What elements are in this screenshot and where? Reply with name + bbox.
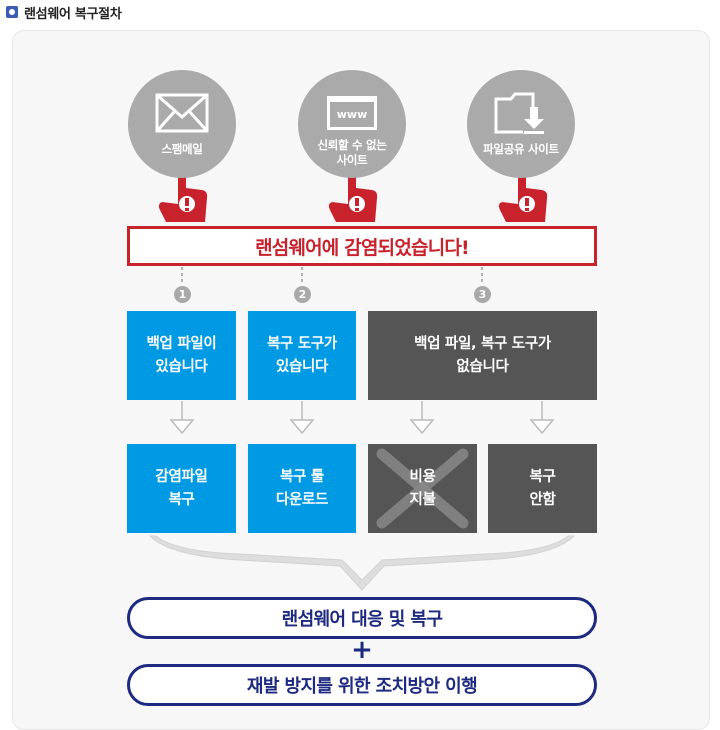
outcome-pay-ransom: 비용 지불 xyxy=(368,444,477,533)
hand-warning-icon xyxy=(498,176,548,222)
warning-text: 랜섬웨어에 감염되었습니다! xyxy=(255,236,470,259)
result-text: 랜섬웨어 대응 및 복구 xyxy=(281,609,443,630)
down-arrows xyxy=(169,401,555,435)
hand-warning-icon xyxy=(158,176,208,222)
down-arrow-icon xyxy=(529,401,555,435)
result-text: 재발 방지를 위한 조치방안 이행 xyxy=(246,676,478,697)
folder-download-icon xyxy=(493,90,549,136)
case-recovery-tool-available: 복구 도구가 있습니다 xyxy=(248,311,356,400)
source-label: 신뢰할 수 없는 사이트 xyxy=(317,138,387,167)
result-prevention-measures: 재발 방지를 위한 조치방안 이행 xyxy=(127,664,597,706)
result-response-recovery: 랜섬웨어 대응 및 복구 xyxy=(127,597,597,639)
source-file-sharing-site: 파일공유 사이트 xyxy=(467,70,575,178)
source-label: 파일공유 사이트 xyxy=(483,142,559,156)
outcome-no-recovery: 복구 안함 xyxy=(488,444,597,533)
funnel-bracket xyxy=(148,535,576,591)
case-number-3: 3 xyxy=(474,286,491,303)
case-nothing-available: 백업 파일, 복구 도구가 없습니다 xyxy=(368,311,597,400)
case-backup-available: 백업 파일이 있습니다 xyxy=(127,311,236,400)
source-spam-mail: 스팸메일 xyxy=(128,70,236,178)
www-text: www xyxy=(327,96,377,130)
source-untrusted-site: www 신뢰할 수 없는 사이트 xyxy=(298,70,406,178)
plus-icon: + xyxy=(351,635,373,665)
page-title: 랜섬웨어 복구절차 xyxy=(6,2,122,22)
outcome-restore-infected-files: 감염파일 복구 xyxy=(127,444,236,533)
hand-warning-icon xyxy=(328,176,378,222)
down-arrow-icon xyxy=(169,401,195,435)
crossed-out-icon xyxy=(376,448,469,529)
outcome-label: 비용 지불 xyxy=(409,468,436,508)
infection-warning-banner: 랜섬웨어에 감염되었습니다! xyxy=(127,226,597,266)
outcome-download-recovery-tool: 복구 툴 다운로드 xyxy=(248,444,356,533)
envelope-icon xyxy=(155,90,209,136)
down-arrow-icon xyxy=(289,401,315,435)
www-browser-icon: www xyxy=(327,90,377,136)
source-label: 스팸메일 xyxy=(161,142,203,156)
title-bullet-icon xyxy=(6,6,18,18)
dotted-connectors xyxy=(181,267,483,285)
down-arrow-icon xyxy=(409,401,435,435)
case-number-1: 1 xyxy=(174,286,191,303)
case-number-2: 2 xyxy=(294,286,311,303)
page-title-text: 랜섬웨어 복구절차 xyxy=(24,6,122,22)
